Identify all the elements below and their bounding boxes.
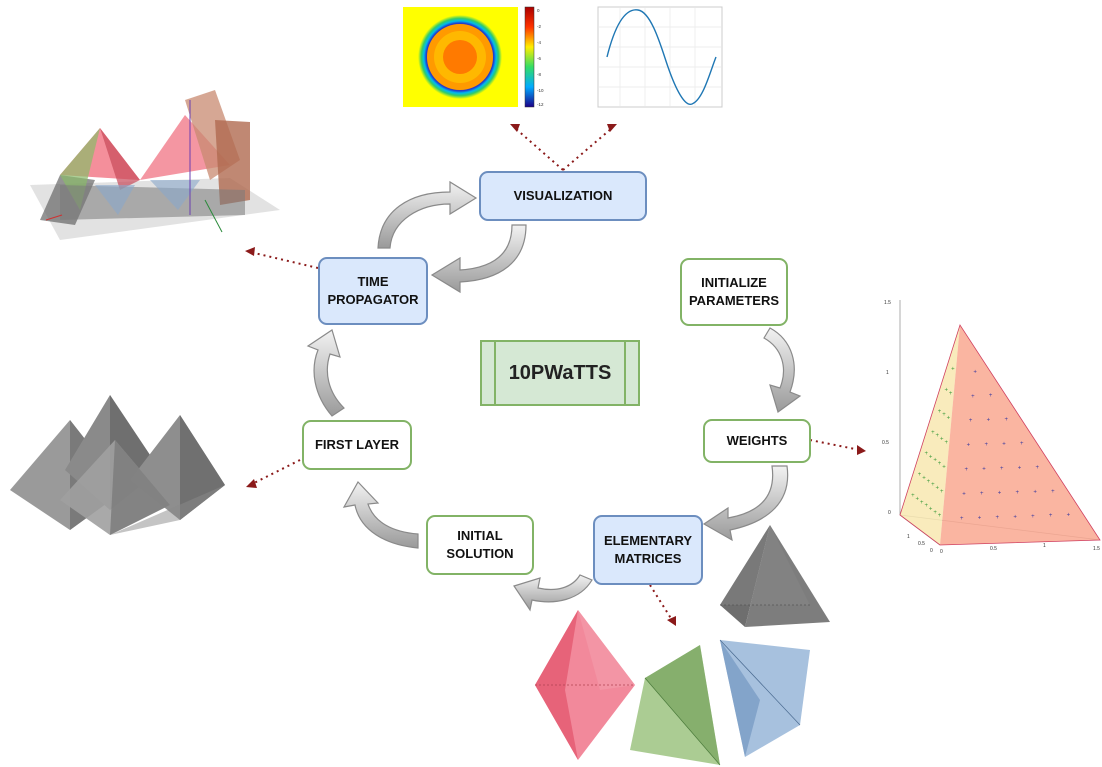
scatter-z-tick: 1 xyxy=(907,534,910,540)
scatter-y-tick: 0 xyxy=(888,510,891,516)
colorbar-tick: -6 xyxy=(537,56,541,61)
scatter-point-green: + xyxy=(920,500,924,506)
scatter-point-green: + xyxy=(918,472,922,478)
tetra-scatter-3d: ++++++++++++++++++++++++++++++++++++++++… xyxy=(882,300,1101,555)
scatter-point-green: + xyxy=(936,433,940,439)
colorbar-tick: -12 xyxy=(537,102,544,107)
sine-plot-thumbnail xyxy=(597,6,723,108)
scatter-z-tick: 0.5 xyxy=(918,541,925,547)
scatter-point-blue: + xyxy=(971,394,975,400)
scatter-point-blue: + xyxy=(1004,417,1008,423)
gray-pyramid-3d xyxy=(720,525,830,627)
scatter-point-green: + xyxy=(940,489,944,495)
scatter-point-blue: + xyxy=(1067,513,1071,519)
scatter-y-tick: 0.5 xyxy=(882,440,889,446)
weights-node: WEIGHTS xyxy=(703,419,811,463)
green-tetra-3d xyxy=(630,645,721,766)
scatter-point-blue: + xyxy=(1049,513,1053,519)
scatter-point-green: + xyxy=(929,454,933,460)
scatter-point-blue: + xyxy=(1033,489,1037,495)
scatter-x-tick: 1 xyxy=(1043,543,1046,549)
scatter-point-blue: + xyxy=(987,418,991,424)
scatter-point-blue: + xyxy=(1051,489,1055,495)
scatter-point-blue: + xyxy=(996,515,1000,521)
scatter-point-blue: + xyxy=(998,490,1002,496)
dotted-links xyxy=(249,127,861,621)
scatter-point-blue: + xyxy=(984,442,988,448)
initialize-parameters-node: INITIALIZE PARAMETERS xyxy=(680,258,788,326)
scatter-point-green: + xyxy=(924,451,928,457)
scatter-point-blue: + xyxy=(964,467,968,473)
scatter-point-green: + xyxy=(922,475,926,481)
scatter-point-blue: + xyxy=(973,369,977,375)
scatter-y-tick: 1.5 xyxy=(884,300,891,306)
first-layer-node: FIRST LAYER xyxy=(302,420,412,470)
scatter-point-blue: + xyxy=(967,443,971,449)
time-propagator-node: TIME PROPAGATOR xyxy=(318,257,428,325)
scatter-point-blue: + xyxy=(978,515,982,521)
dotted-link-heads xyxy=(245,124,866,626)
visualization-node: VISUALIZATION xyxy=(479,171,647,221)
scatter-point-green: + xyxy=(933,458,937,464)
gray-pyramids-3d xyxy=(10,395,225,535)
colorbar-tick: -8 xyxy=(537,72,541,77)
hat-surface-3d xyxy=(30,90,280,240)
scatter-x-tick: 1.5 xyxy=(1093,546,1100,552)
scatter-point-green: + xyxy=(947,415,951,421)
colorbar-tick: -4 xyxy=(537,40,541,45)
scatter-point-green: + xyxy=(938,409,942,415)
red-octahedron-3d xyxy=(535,610,635,760)
colorbar-tick: -10 xyxy=(537,88,544,93)
scatter-point-blue: + xyxy=(980,491,984,497)
scatter-point-blue: + xyxy=(1002,442,1006,448)
scatter-z-tick: 0 xyxy=(930,548,933,554)
heatmap-thumbnail: 0 -2 -4 -6 -8 -10 -12 xyxy=(403,6,544,108)
flow-arrows xyxy=(306,180,802,612)
scatter-point-green: + xyxy=(929,507,933,513)
colorbar-tick: 0 xyxy=(537,8,540,13)
initial-solution-node: INITIAL SOLUTION xyxy=(426,515,534,575)
scatter-point-blue: + xyxy=(989,393,993,399)
scatter-point-green: + xyxy=(944,440,948,446)
scatter-point-blue: + xyxy=(1000,466,1004,472)
scatter-point-green: + xyxy=(936,485,940,491)
scatter-point-green: + xyxy=(931,482,935,488)
scatter-point-blue: + xyxy=(962,492,966,498)
scatter-y-tick: 1 xyxy=(886,370,889,376)
scatter-point-blue: + xyxy=(1036,465,1040,471)
scatter-point-green: + xyxy=(944,388,948,394)
scatter-point-green: + xyxy=(911,493,915,499)
scatter-point-green: + xyxy=(931,430,935,436)
center-title: 10PWaTTS xyxy=(480,340,640,406)
scatter-point-green: + xyxy=(916,497,920,503)
scatter-point-blue: + xyxy=(969,418,973,424)
scatter-point-green: + xyxy=(927,479,931,485)
scatter-point-green: + xyxy=(942,464,946,470)
scatter-point-blue: + xyxy=(1016,490,1020,496)
scatter-x-tick: 0.5 xyxy=(990,546,997,552)
scatter-point-blue: + xyxy=(982,467,986,473)
scatter-point-blue: + xyxy=(1013,514,1017,520)
scatter-point-blue: + xyxy=(1031,514,1035,520)
scatter-x-tick: 0 xyxy=(940,549,943,555)
scatter-point-green: + xyxy=(949,391,953,397)
scatter-point-green: + xyxy=(933,510,937,516)
scatter-point-green: + xyxy=(924,503,928,509)
scatter-point-green: + xyxy=(940,437,944,443)
scatter-point-blue: + xyxy=(1018,465,1022,471)
blue-tetra-3d xyxy=(719,639,810,757)
elementary-matrices-node: ELEMENTARY MATRICES xyxy=(593,515,703,585)
scatter-point-blue: + xyxy=(1020,441,1024,447)
scatter-point-blue: + xyxy=(960,516,964,522)
scatter-point-green: + xyxy=(938,461,942,467)
scatter-point-green: + xyxy=(942,412,946,418)
scatter-point-green: + xyxy=(938,513,942,519)
scatter-point-green: + xyxy=(951,367,955,373)
colorbar-tick: -2 xyxy=(537,24,541,29)
